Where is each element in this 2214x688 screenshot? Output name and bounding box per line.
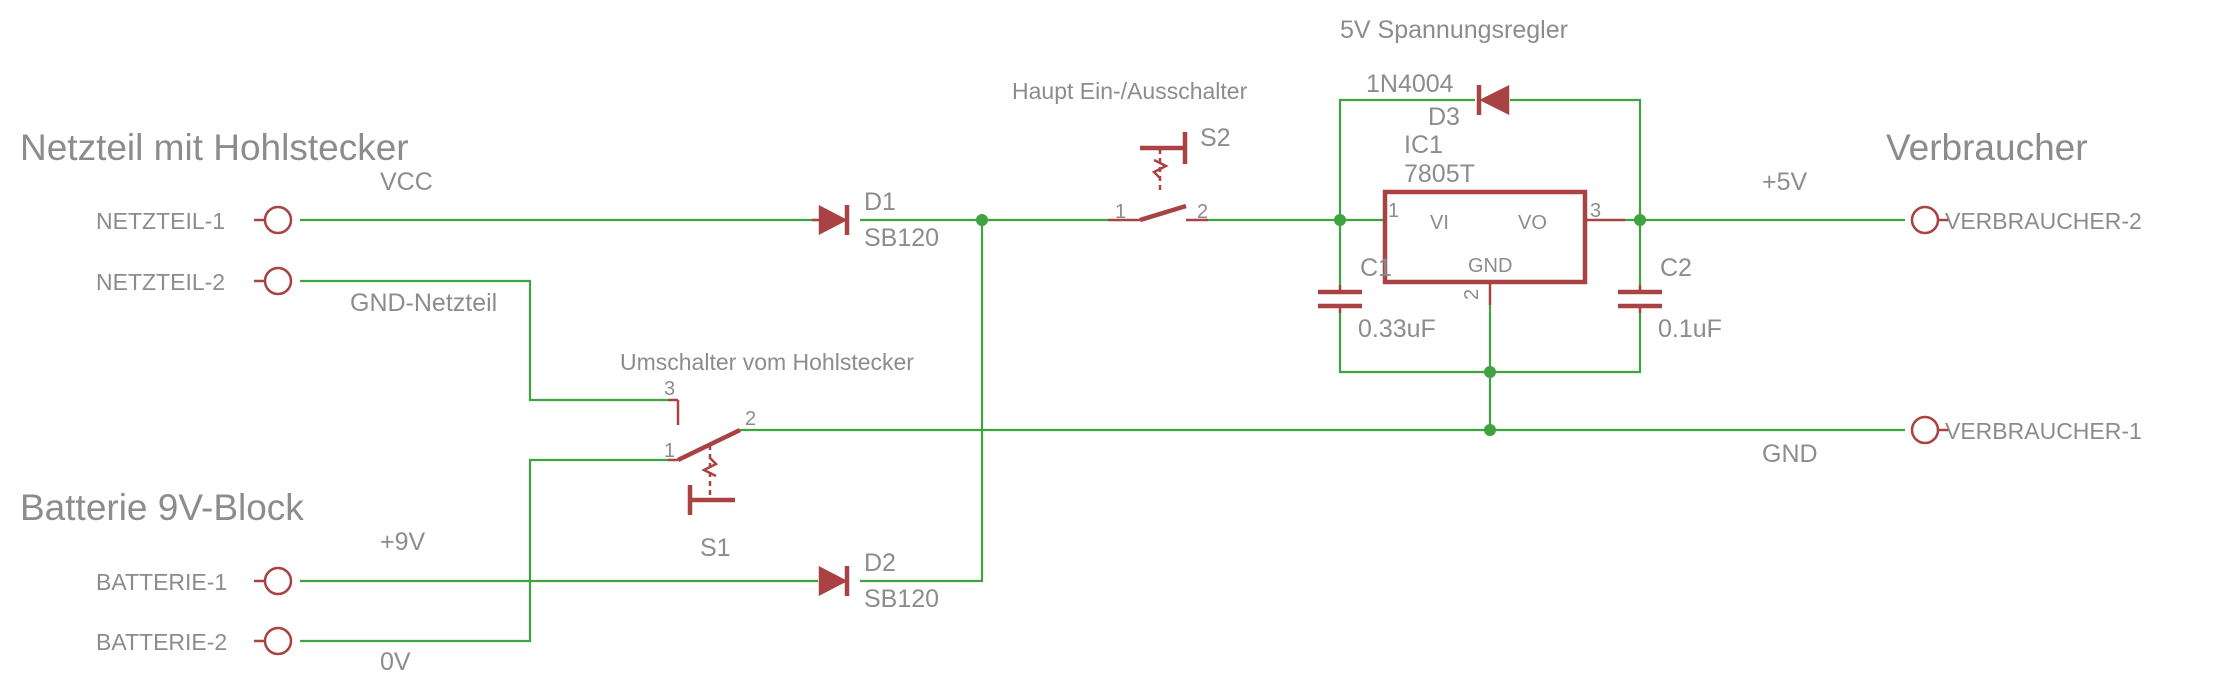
wire-d3-loop-right bbox=[1510, 98, 1642, 220]
connector-netzteil-1-label: NETZTEIL-1 bbox=[96, 208, 225, 234]
junctions bbox=[976, 214, 1646, 436]
junction-cap-gnd bbox=[1484, 366, 1496, 378]
switch-s2: Haupt Ein-/Ausschalter S2 1 2 bbox=[1012, 78, 1248, 223]
junction-gnd bbox=[1484, 424, 1496, 436]
connector-verbraucher-1-label: VERBRAUCHER-1 bbox=[1945, 418, 2142, 444]
regulator-ic1-title: 5V Spannungsregler bbox=[1340, 16, 1568, 44]
junction-vout bbox=[1634, 214, 1646, 226]
diode-d2-value: SB120 bbox=[864, 585, 939, 613]
wire-gnd-netzteil bbox=[300, 279, 668, 402]
connector-netzteil-2-icon bbox=[263, 266, 293, 296]
capacitor-c2-name: C2 bbox=[1660, 254, 1692, 282]
connector-netzteil-1-icon bbox=[263, 205, 293, 235]
section-heading-load: Verbraucher bbox=[1886, 127, 2088, 168]
capacitor-c2-value: 0.1uF bbox=[1658, 315, 1722, 343]
diode-d3-value: 1N4004 bbox=[1366, 70, 1454, 98]
diode-d1: D1 SB120 bbox=[812, 188, 939, 252]
switch-s2-lever bbox=[1139, 203, 1187, 223]
connector-verbraucher-1-icon bbox=[1910, 415, 1940, 445]
wires bbox=[300, 98, 1905, 643]
net-label-gnd: GND bbox=[1762, 440, 1818, 468]
switch-s2-name: S2 bbox=[1200, 124, 1231, 152]
switch-s1-name: S1 bbox=[700, 534, 731, 562]
section-headings: Netzteil mit Hohlstecker Batterie 9V-Blo… bbox=[20, 127, 2088, 528]
regulator-ic1-pin1: 1 bbox=[1388, 200, 1399, 222]
switch-s2-pin2: 2 bbox=[1197, 201, 1208, 223]
wire-d2-to-bus bbox=[860, 220, 984, 583]
switch-s1-pin2: 2 bbox=[745, 408, 756, 430]
diode-d2: D2 SB120 bbox=[818, 549, 939, 613]
connector-verbraucher-2-label: VERBRAUCHER-2 bbox=[1945, 208, 2142, 234]
diode-d1-name: D1 bbox=[864, 188, 896, 216]
regulator-ic1-value: 7805T bbox=[1404, 160, 1475, 188]
diode-d3: 1N4004 D3 bbox=[1366, 70, 1510, 131]
diode-d1-value: SB120 bbox=[864, 224, 939, 252]
capacitor-c1: C1 0.33uF bbox=[1318, 254, 1436, 343]
regulator-ic1-name: IC1 bbox=[1404, 131, 1443, 159]
regulator-ic1-vo: VO bbox=[1518, 212, 1547, 234]
net-label-0v: 0V bbox=[380, 648, 411, 676]
connector-netzteil-2-label: NETZTEIL-2 bbox=[96, 269, 225, 295]
diode-d2-name: D2 bbox=[864, 549, 896, 577]
connector-batterie-1-label: BATTERIE-1 bbox=[96, 569, 227, 595]
connectors: NETZTEIL-1 NETZTEIL-2 BATTERIE-1 BATTERI… bbox=[96, 205, 2142, 656]
diode-d3-name: D3 bbox=[1428, 103, 1460, 131]
diode-d3-symbol bbox=[1479, 84, 1510, 116]
regulator-ic1: 5V Spannungsregler IC1 7805T VI VO GND 1… bbox=[1340, 16, 1625, 305]
net-label-plus9v: +9V bbox=[380, 528, 426, 556]
net-label-vcc: VCC bbox=[380, 168, 433, 196]
net-label-gnd-netzteil: GND-Netzteil bbox=[350, 289, 497, 317]
regulator-ic1-gnd: GND bbox=[1468, 255, 1512, 277]
connector-batterie-2-label: BATTERIE-2 bbox=[96, 629, 227, 655]
switch-s1-pin3: 3 bbox=[664, 378, 675, 400]
switch-s2-title: Haupt Ein-/Ausschalter bbox=[1012, 78, 1248, 104]
capacitor-c1-name: C1 bbox=[1360, 254, 1392, 282]
section-heading-supply: Netzteil mit Hohlstecker bbox=[20, 127, 409, 168]
regulator-ic1-vi: VI bbox=[1430, 212, 1449, 234]
regulator-ic1-body bbox=[1382, 189, 1588, 285]
net-label-plus5v: +5V bbox=[1762, 168, 1808, 196]
section-heading-battery: Batterie 9V-Block bbox=[20, 487, 304, 528]
connector-batterie-2-icon bbox=[263, 626, 293, 656]
junction-d1-d2 bbox=[976, 214, 988, 226]
diode-d2-symbol bbox=[818, 565, 848, 597]
switch-s1: Umschalter vom Hohlstecker S1 3 1 2 bbox=[620, 349, 914, 562]
wire-battery-minus bbox=[300, 458, 668, 643]
switch-s1-pin1: 1 bbox=[664, 440, 675, 462]
junction-vin bbox=[1334, 214, 1346, 226]
regulator-ic1-pin2: 2 bbox=[1461, 289, 1483, 300]
net-labels: VCC GND-Netzteil +9V 0V +5V GND bbox=[350, 168, 1818, 676]
switch-s1-title: Umschalter vom Hohlstecker bbox=[620, 349, 914, 375]
connector-batterie-1-icon bbox=[263, 566, 293, 596]
regulator-ic1-pin3: 3 bbox=[1590, 200, 1601, 222]
connector-verbraucher-2-icon bbox=[1910, 205, 1940, 235]
switch-s2-pin1: 1 bbox=[1115, 201, 1126, 223]
capacitor-c2: C2 0.1uF bbox=[1618, 254, 1722, 343]
wire-d3-loop bbox=[1338, 98, 1475, 220]
capacitor-c1-value: 0.33uF bbox=[1358, 315, 1436, 343]
diode-d1-symbol bbox=[818, 204, 848, 236]
